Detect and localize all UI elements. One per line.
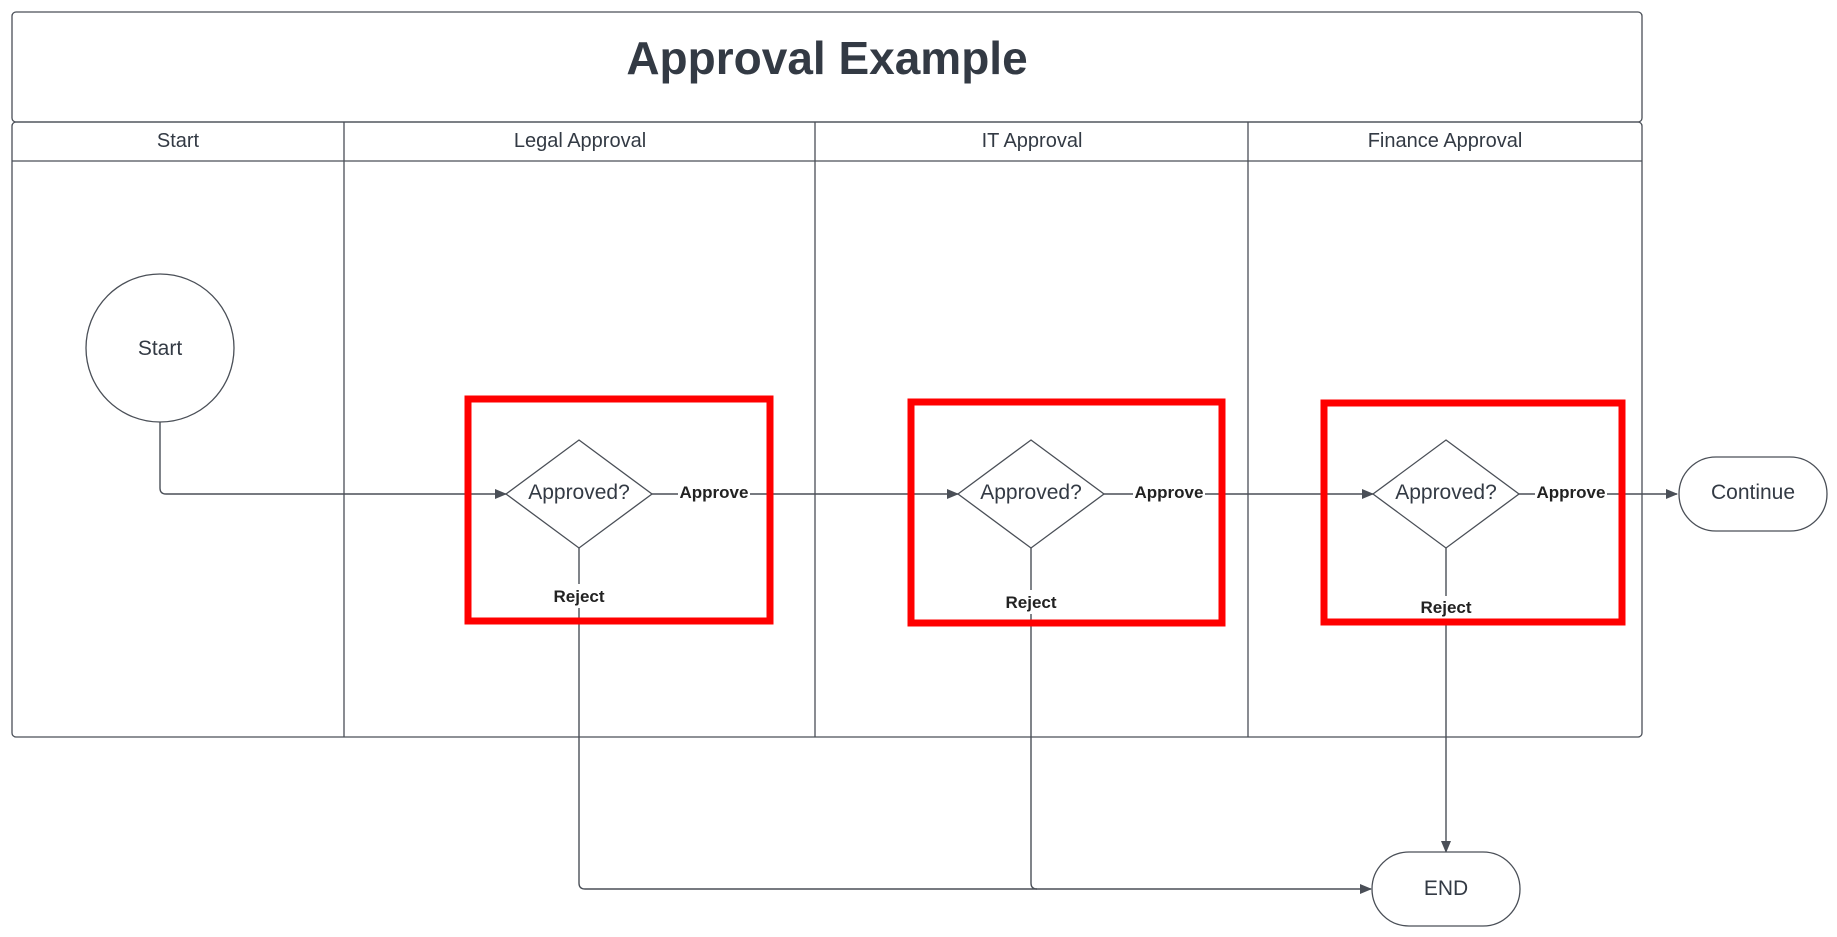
finance-reject-label: Reject xyxy=(1420,598,1471,617)
start-node[interactable] xyxy=(85,273,235,423)
legal-reject-label-bg xyxy=(550,584,608,608)
end-node-label: END xyxy=(1424,877,1468,900)
it-highlight-box xyxy=(907,398,1226,627)
end-node[interactable] xyxy=(1371,851,1521,927)
lane-header-finance: Finance Approval xyxy=(1368,130,1523,152)
finance-approve-label: Approve xyxy=(1537,483,1606,502)
it-approve-label-bg xyxy=(1133,480,1205,504)
legal-approve-label-bg xyxy=(678,480,750,504)
legal-decision-label: Approved? xyxy=(528,481,630,504)
lane-header-it: IT Approval xyxy=(982,130,1083,152)
connector-legal-reject-to-end xyxy=(578,548,1372,894)
finance-reject-label-bg xyxy=(1417,596,1475,620)
it-reject-label-bg xyxy=(1002,590,1060,614)
highlight-boxes xyxy=(464,395,1626,627)
legal-approve-label: Approve xyxy=(680,483,749,502)
connector-it-reject-to-end xyxy=(1030,548,1038,890)
diagram-title: Approval Example xyxy=(626,32,1027,84)
legal-highlight-box xyxy=(464,395,774,625)
it-decision-diamond[interactable] xyxy=(956,439,1106,549)
legal-reject-label: Reject xyxy=(553,587,604,606)
it-reject-label: Reject xyxy=(1005,593,1056,612)
connector-start-to-legal xyxy=(159,422,507,499)
lane-header-start: Start xyxy=(157,130,200,152)
swimlane-pool: Start Legal Approval IT Approval Finance… xyxy=(11,121,1643,738)
finance-decision-label: Approved? xyxy=(1395,481,1497,504)
finance-highlight-box xyxy=(1320,399,1626,626)
pool-frame xyxy=(11,121,1643,738)
start-node-label: Start xyxy=(138,337,183,360)
it-decision-label: Approved? xyxy=(980,481,1082,504)
finance-decision-diamond[interactable] xyxy=(1371,439,1521,549)
continue-node[interactable] xyxy=(1678,456,1828,532)
continue-node-label: Continue xyxy=(1711,481,1795,504)
edge-labels: Approve Reject Approve Reject Approve Re… xyxy=(550,480,1607,620)
lane-header-legal: Legal Approval xyxy=(514,130,646,152)
it-approve-label: Approve xyxy=(1135,483,1204,502)
legal-decision-diamond[interactable] xyxy=(504,439,654,549)
finance-approve-label-bg xyxy=(1535,480,1607,504)
